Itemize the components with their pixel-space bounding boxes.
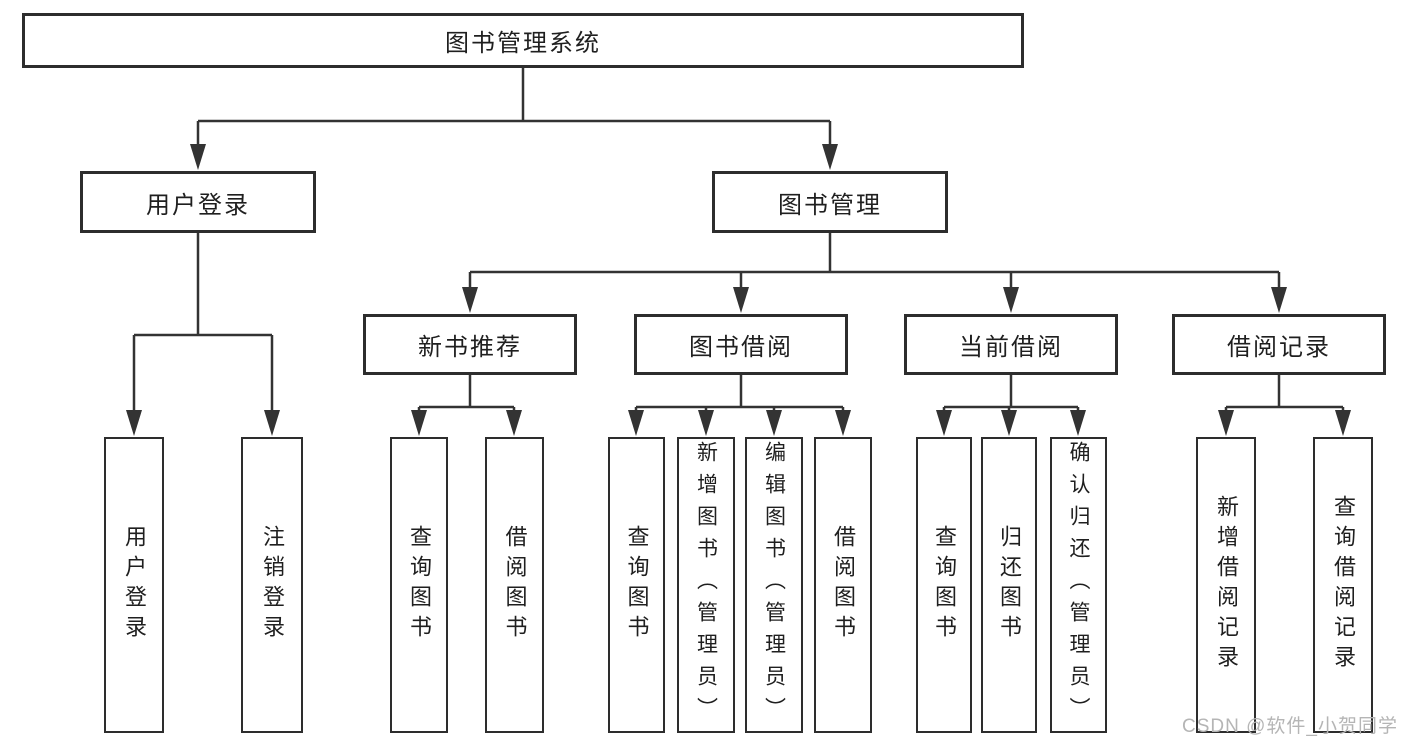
leaf-return-book: 归还图书	[981, 437, 1037, 733]
arrowhead	[506, 410, 522, 436]
node-book-management: 图书管理	[712, 171, 948, 233]
leaf-add-borrow-record: 新增借阅记录	[1196, 437, 1256, 733]
arrowhead	[698, 410, 714, 436]
arrowhead	[733, 287, 749, 313]
leaf-confirm-return-admin: 确认归还（管理员）	[1050, 437, 1107, 733]
leaf-query-borrow-record: 查询借阅记录	[1313, 437, 1373, 733]
arrowhead	[835, 410, 851, 436]
arrowhead	[190, 144, 206, 170]
arrowhead	[264, 410, 280, 436]
arrowhead	[126, 410, 142, 436]
leaf-edit-book-admin: 编辑图书（管理员）	[745, 437, 803, 733]
leaf-borrow-book: 借阅图书	[814, 437, 872, 733]
node-borrow-records: 借阅记录	[1172, 314, 1386, 375]
leaf-query-book-current: 查询图书	[916, 437, 972, 733]
leaf-query-book-borrow: 查询图书	[608, 437, 665, 733]
arrowhead	[766, 410, 782, 436]
leaf-user-login: 用户登录	[104, 437, 164, 733]
arrowhead	[628, 410, 644, 436]
leaf-logout-login: 注销登录	[241, 437, 303, 733]
node-user-login: 用户登录	[80, 171, 316, 233]
arrowhead	[936, 410, 952, 436]
leaf-add-book-admin: 新增图书（管理员）	[677, 437, 735, 733]
leaf-borrow-book-recommend: 借阅图书	[485, 437, 544, 733]
arrowhead	[1218, 410, 1234, 436]
leaf-query-book-recommend: 查询图书	[390, 437, 448, 733]
arrowhead	[1271, 287, 1287, 313]
node-library-management-system: 图书管理系统	[22, 13, 1024, 68]
node-current-borrow: 当前借阅	[904, 314, 1118, 375]
arrowhead	[1070, 410, 1086, 436]
node-new-book-recommend: 新书推荐	[363, 314, 577, 375]
arrowhead	[1335, 410, 1351, 436]
arrowhead	[462, 287, 478, 313]
node-book-borrow: 图书借阅	[634, 314, 848, 375]
arrowhead	[1003, 287, 1019, 313]
arrowhead	[411, 410, 427, 436]
watermark: CSDN @软件_小贺同学	[1182, 716, 1398, 737]
arrowhead	[1001, 410, 1017, 436]
arrowhead	[822, 144, 838, 170]
